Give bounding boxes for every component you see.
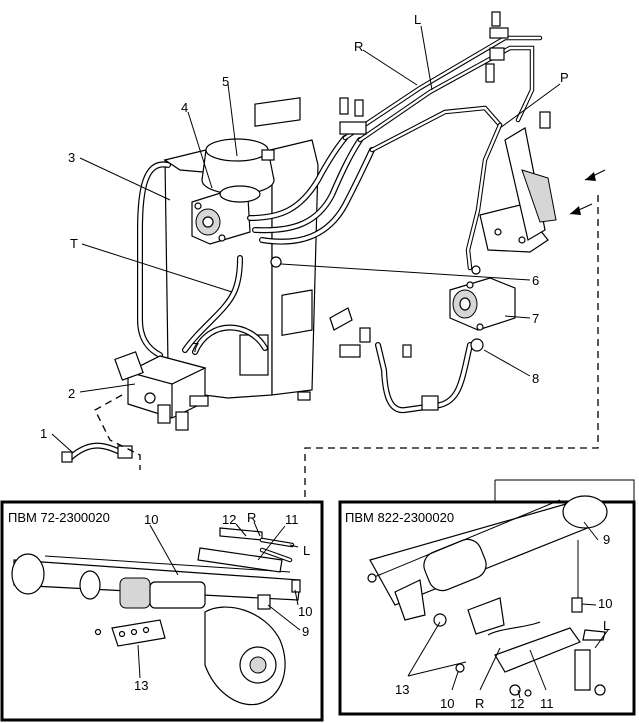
inset-right-callout-10b: 10: [440, 696, 454, 711]
inset-title-left: ПВМ 72-2300020: [8, 510, 110, 525]
inset-title-right: ПВМ 822-2300020: [345, 510, 454, 525]
hydraulic-motor: [449, 277, 516, 331]
direction-arrows: [569, 169, 606, 215]
pipe-clamps: [261, 11, 551, 161]
callout-5: 5: [222, 74, 229, 89]
route-to-insets: [304, 195, 599, 500]
inset-left-callout-9: 9: [302, 624, 309, 639]
callout-4: 4: [181, 100, 188, 115]
mounting-bracket: [479, 127, 557, 253]
callout-r: R: [354, 39, 363, 54]
inset-left-callout-10b: 10: [298, 604, 312, 619]
loose-hose: [61, 442, 133, 463]
leader-lines: [51, 25, 561, 453]
inset-left-callout-10a: 10: [144, 512, 158, 527]
callout-2: 2: [68, 386, 75, 401]
main-assembly: 1 2 3 4 5 6 7 7 8 T R L P: [40, 11, 606, 500]
steering-valve: [114, 351, 209, 431]
pump: [191, 185, 261, 245]
inset-right-callout-l: L: [603, 618, 610, 633]
inset-right-callout-10a: 10: [598, 596, 612, 611]
inset-left-callout-11: 11: [285, 512, 299, 527]
inset-pvm72: ПВМ 72-2300020 10: [0, 500, 324, 722]
fitting: [270, 256, 282, 268]
inset-right-callout-13: 13: [395, 682, 409, 697]
callout-6: 6: [532, 273, 539, 288]
line-r: [342, 35, 543, 141]
inset-left-callout-r: R: [247, 510, 256, 525]
callout-7-motor: 7: [532, 311, 539, 326]
callout-7-valve: 7: [192, 340, 199, 355]
callout-1: 1: [40, 426, 47, 441]
callout-p: P: [560, 70, 569, 85]
inset-right-callout-11: 11: [540, 696, 554, 711]
inset-left-callout-13: 13: [134, 678, 148, 693]
callout-8: 8: [532, 371, 539, 386]
inset-right-callout-9: 9: [603, 532, 610, 547]
callout-l: L: [414, 12, 421, 27]
inset-pvm822: ПВМ 822-2300020 9 10 L 13: [338, 479, 636, 716]
filter-housing: [201, 97, 301, 195]
inset-left-callout-l: L: [303, 543, 310, 558]
callout-3: 3: [68, 150, 75, 165]
inset-right-callout-r: R: [475, 696, 484, 711]
inset-right-callout-12: 12: [510, 696, 524, 711]
line-l: [357, 45, 535, 143]
callout-t: T: [70, 236, 78, 251]
inset-left-callout-12: 12: [222, 512, 236, 527]
